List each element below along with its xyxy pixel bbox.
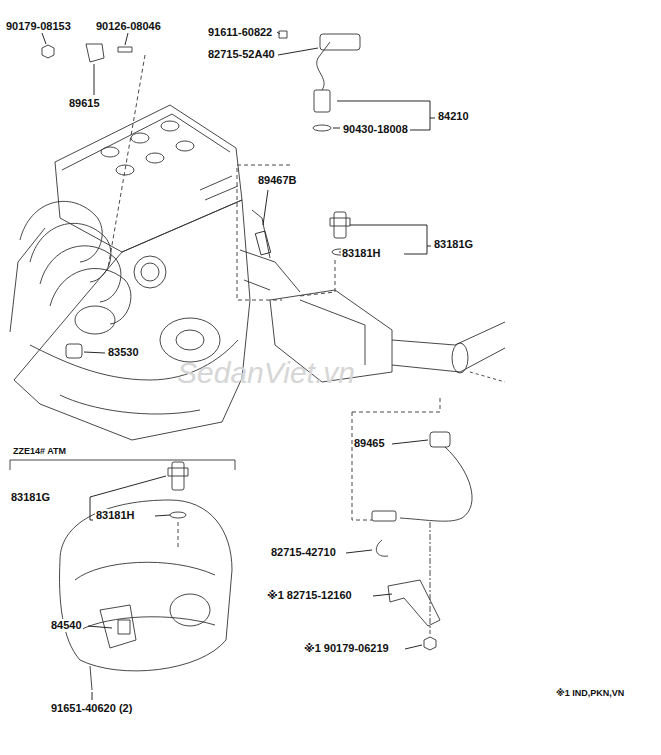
part-number: 82715-52A40 [207,48,276,61]
part-number: 82715-42710 [270,546,337,559]
part-number: 84540 [50,619,83,632]
part-number: ※1 82715-12160 [266,589,353,602]
part-number: 91611-60822 [207,26,273,39]
part-number: 83181H [341,247,382,260]
part-number: 90126-08046 [95,20,162,33]
part-number: 91651-40620 (2) [50,702,133,715]
part-number: 84210 [437,110,470,123]
part-number: 83530 [107,346,140,359]
part-number: ※1 90179-06219 [303,642,390,655]
part-number: 83181G [10,491,51,504]
part-number: 90430-18008 [342,123,409,136]
part-number: 89615 [68,97,101,110]
part-number: 83181G [433,238,474,251]
watermark: SedanViet.vn [176,356,356,391]
part-number: 89465 [353,437,386,450]
part-number: 89467B [257,174,298,187]
footnote-note: ※1 IND,PKN,VN [555,688,625,698]
model-note: ZZE14# ATM [12,446,67,456]
part-number: 83181H [95,509,136,522]
part-number: 90179-08153 [5,20,72,33]
